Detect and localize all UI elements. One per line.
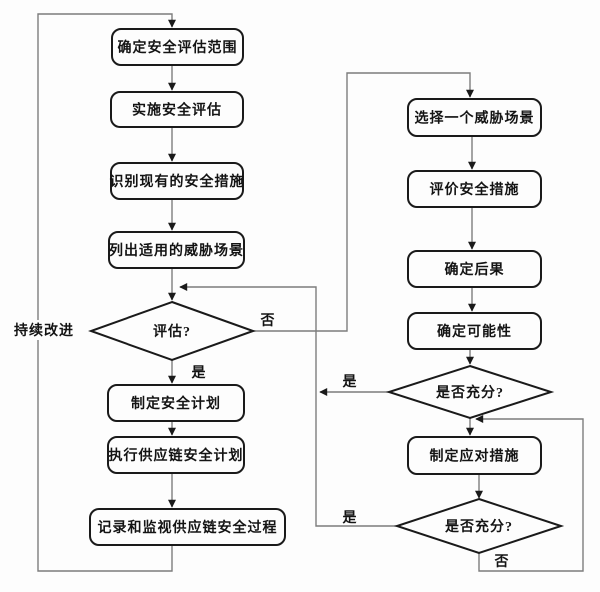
edge-label: 是	[343, 374, 358, 390]
node-define-assessment-scope: 确定安全评估范围	[111, 28, 244, 66]
edges-layer	[37, 13, 584, 572]
identify-existing-measures-box	[110, 162, 244, 200]
node-evaluate-security-measures: 评价安全措施	[407, 170, 542, 208]
evaluate-security-measures-box	[407, 170, 542, 208]
assess-decision-label: 评估?	[153, 323, 191, 340]
assess-decision-diamond	[88, 300, 256, 362]
determine-consequences-label: 确定后果	[445, 261, 505, 278]
node-determine-consequences: 确定后果	[407, 250, 542, 288]
edge-sufficient2-no-loop-to-countermeasures	[475, 415, 584, 572]
identify-existing-measures-label: 识别现有的安全措施	[110, 173, 245, 190]
edge-continuous-improvement-loop	[37, 13, 176, 572]
edge-label: 是	[343, 510, 358, 526]
sufficient-decision-2-diamond	[393, 497, 565, 555]
execute-supply-chain-plan-box	[107, 436, 245, 474]
node-identify-existing-measures: 识别现有的安全措施	[110, 162, 245, 200]
sufficient-decision-1-diamond	[385, 364, 555, 420]
define-assessment-scope-label: 确定安全评估范围	[118, 39, 238, 56]
edge-label: 持续改进	[14, 322, 74, 339]
determine-likelihood-box	[407, 312, 542, 350]
select-threat-scenario-box	[407, 98, 542, 137]
node-execute-supply-chain-plan: 执行供应链安全计划	[107, 436, 245, 474]
node-sufficient-decision-2: 是否充分?	[393, 497, 565, 555]
make-security-plan-box	[107, 384, 245, 422]
determine-likelihood-label: 确定可能性	[437, 323, 512, 340]
node-make-security-plan: 制定安全计划	[107, 384, 245, 422]
node-assess-decision: 评估?	[88, 300, 256, 362]
edge-sufficient2-yes-feedback-to-assess	[179, 283, 397, 527]
edge-label: 是	[192, 365, 207, 381]
sufficient-decision-2-label: 是否充分?	[445, 518, 513, 535]
make-security-plan-label: 制定安全计划	[131, 395, 221, 412]
conduct-assessment-box	[110, 91, 244, 128]
edge-label: 否	[494, 554, 510, 570]
define-assessment-scope-box	[111, 28, 244, 66]
edge-label: 否	[260, 313, 276, 329]
make-countermeasures-label: 制定应对措施	[430, 448, 520, 465]
node-sufficient-decision-1: 是否充分?	[385, 364, 555, 420]
record-monitor-process-box	[89, 508, 286, 546]
conduct-assessment-label: 实施安全评估	[132, 102, 222, 119]
list-threat-scenarios-box	[108, 231, 245, 269]
node-select-threat-scenario: 选择一个威胁场景	[407, 98, 542, 137]
edge-label-bg	[13, 320, 75, 340]
list-threat-scenarios-label: 列出适用的威胁场景	[109, 242, 244, 259]
node-determine-likelihood: 确定可能性	[407, 312, 542, 350]
record-monitor-process-label: 记录和监视供应链安全过程	[98, 519, 278, 536]
select-threat-scenario-label: 选择一个威胁场景	[415, 110, 535, 127]
execute-supply-chain-plan-label: 执行供应链安全计划	[109, 447, 244, 464]
evaluate-security-measures-label: 评价安全措施	[430, 181, 520, 198]
determine-consequences-box	[407, 250, 542, 288]
make-countermeasures-box	[407, 436, 542, 475]
node-record-monitor-process: 记录和监视供应链安全过程	[89, 508, 286, 546]
sufficient-decision-1-label: 是否充分?	[436, 384, 504, 401]
node-make-countermeasures: 制定应对措施	[407, 436, 542, 475]
node-conduct-assessment: 实施安全评估	[110, 91, 244, 128]
node-list-threat-scenarios: 列出适用的威胁场景	[108, 231, 245, 269]
